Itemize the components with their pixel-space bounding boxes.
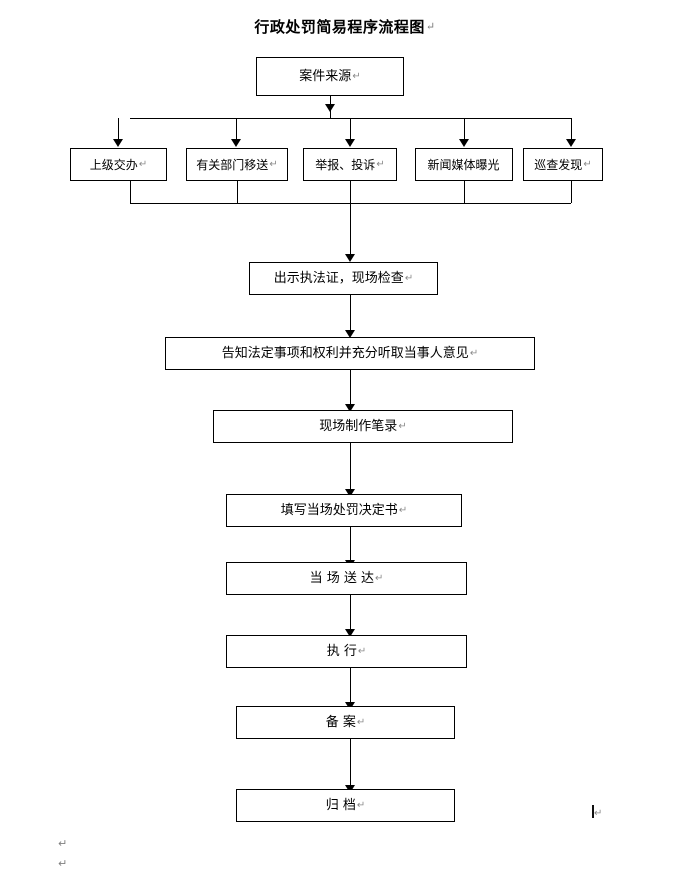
node-branch-2-pilcrow: ↵ xyxy=(269,158,278,170)
node-step-4-label: 填写当场处罚决定书 xyxy=(280,503,398,518)
arrowhead-branch-5 xyxy=(566,139,576,147)
connector-branch-2-out xyxy=(237,181,238,203)
node-step-7-pilcrow: ↵ xyxy=(356,716,366,728)
connector-branch-5-out xyxy=(571,181,572,203)
text-cursor-pilcrow: ↵ xyxy=(594,808,603,819)
node-branch-4-label: 新闻媒体曝光 xyxy=(427,157,500,172)
node-case-source-label: 案件来源 xyxy=(299,69,352,84)
node-branch-report-complaint[interactable]: 举报、投诉↵ xyxy=(303,148,397,181)
node-step-inform-rights[interactable]: 告知法定事项和权利并充分听取当事人意见↵ xyxy=(165,337,535,370)
arrowhead-source-center xyxy=(325,104,335,112)
node-step-2-pilcrow: ↵ xyxy=(469,347,479,359)
node-branch-news-media-exposure[interactable]: 新闻媒体曝光 xyxy=(415,148,513,181)
node-branch-2-label: 有关部门移送 xyxy=(196,157,269,172)
connector-step-4-to-5 xyxy=(350,527,351,564)
connector-bus-drop-5 xyxy=(571,118,572,140)
connector-bus-drop-4 xyxy=(464,118,465,140)
text-cursor[interactable]: ↵ xyxy=(592,805,602,819)
connector-branch-3-out xyxy=(350,181,351,203)
node-branch-3-label: 举报、投诉 xyxy=(315,157,376,172)
text-cursor-bar xyxy=(592,805,594,818)
node-step-8-label: 归 档 xyxy=(325,798,356,813)
arrowhead-branch-1 xyxy=(113,139,123,147)
connector-merge-to-step-1 xyxy=(350,203,351,255)
node-step-archive[interactable]: 归 档↵ xyxy=(236,789,455,822)
node-step-1-pilcrow: ↵ xyxy=(404,272,414,284)
node-branch-5-label: 巡查发现 xyxy=(534,157,583,172)
node-step-6-pilcrow: ↵ xyxy=(357,645,367,657)
node-branch-5-pilcrow: ↵ xyxy=(583,158,592,170)
paragraph-mark-2: ↵ xyxy=(58,857,68,870)
connector-step-7-to-8 xyxy=(350,739,351,789)
node-step-2-label: 告知法定事项和权利并充分听取当事人意见 xyxy=(221,346,469,361)
node-step-3-label: 现场制作笔录 xyxy=(319,419,398,434)
node-step-show-credentials[interactable]: 出示执法证，现场检查↵ xyxy=(249,262,438,295)
node-branch-superior-assignment[interactable]: 上级交办↵ xyxy=(70,148,167,181)
node-branch-1-label: 上级交办 xyxy=(89,157,138,172)
connector-branch-1-out xyxy=(130,181,131,203)
node-branch-department-transfer[interactable]: 有关部门移送↵ xyxy=(186,148,288,181)
arrowhead-step-6 xyxy=(345,629,355,637)
connector-bus-drop-2 xyxy=(236,118,237,140)
node-branch-patrol-discovery[interactable]: 巡查发现↵ xyxy=(523,148,603,181)
arrowhead-step-1 xyxy=(345,254,355,262)
node-step-5-pilcrow: ↵ xyxy=(375,572,384,584)
node-step-execute[interactable]: 执 行↵ xyxy=(226,635,467,668)
arrowhead-step-2 xyxy=(345,330,355,338)
connector-bus-drop-1 xyxy=(118,118,119,140)
connector-step-2-to-3 xyxy=(350,370,351,408)
node-step-file-record[interactable]: 备 案↵ xyxy=(236,706,455,739)
node-case-source-pilcrow: ↵ xyxy=(352,70,361,82)
connector-step-3-to-4 xyxy=(350,443,351,493)
arrowhead-step-3 xyxy=(345,404,355,412)
node-case-source[interactable]: 案件来源↵ xyxy=(256,57,404,96)
node-step-7-label: 备 案 xyxy=(325,715,356,730)
node-step-4-pilcrow: ↵ xyxy=(398,504,408,516)
arrowhead-branch-3 xyxy=(345,139,355,147)
arrowhead-branch-2 xyxy=(231,139,241,147)
node-step-fill-decision[interactable]: 填写当场处罚决定书↵ xyxy=(226,494,462,527)
page-title: 行政处罚简易程序流程图↵ xyxy=(0,16,690,37)
node-branch-3-pilcrow: ↵ xyxy=(376,158,385,170)
page-title-pilcrow: ↵ xyxy=(425,20,436,33)
page-title-text: 行政处罚简易程序流程图 xyxy=(254,18,425,36)
paragraph-mark-1: ↵ xyxy=(58,837,68,850)
arrowhead-branch-4 xyxy=(459,139,469,147)
node-step-3-pilcrow: ↵ xyxy=(398,420,407,432)
node-step-on-site-delivery[interactable]: 当 场 送 达↵ xyxy=(226,562,467,595)
connector-bus-drop-3 xyxy=(350,118,351,140)
arrowhead-step-4 xyxy=(345,489,355,497)
node-step-make-record[interactable]: 现场制作笔录↵ xyxy=(213,410,513,443)
node-branch-1-pilcrow: ↵ xyxy=(138,158,148,170)
node-step-8-pilcrow: ↵ xyxy=(356,799,366,811)
connector-step-6-to-7 xyxy=(350,668,351,706)
connector-step-1-to-2 xyxy=(350,295,351,334)
node-step-6-label: 执 行 xyxy=(326,644,357,659)
node-step-5-label: 当 场 送 达 xyxy=(309,571,374,586)
node-step-1-label: 出示执法证，现场检查 xyxy=(273,271,404,286)
connector-branch-4-out xyxy=(464,181,465,203)
connector-step-5-to-6 xyxy=(350,595,351,633)
